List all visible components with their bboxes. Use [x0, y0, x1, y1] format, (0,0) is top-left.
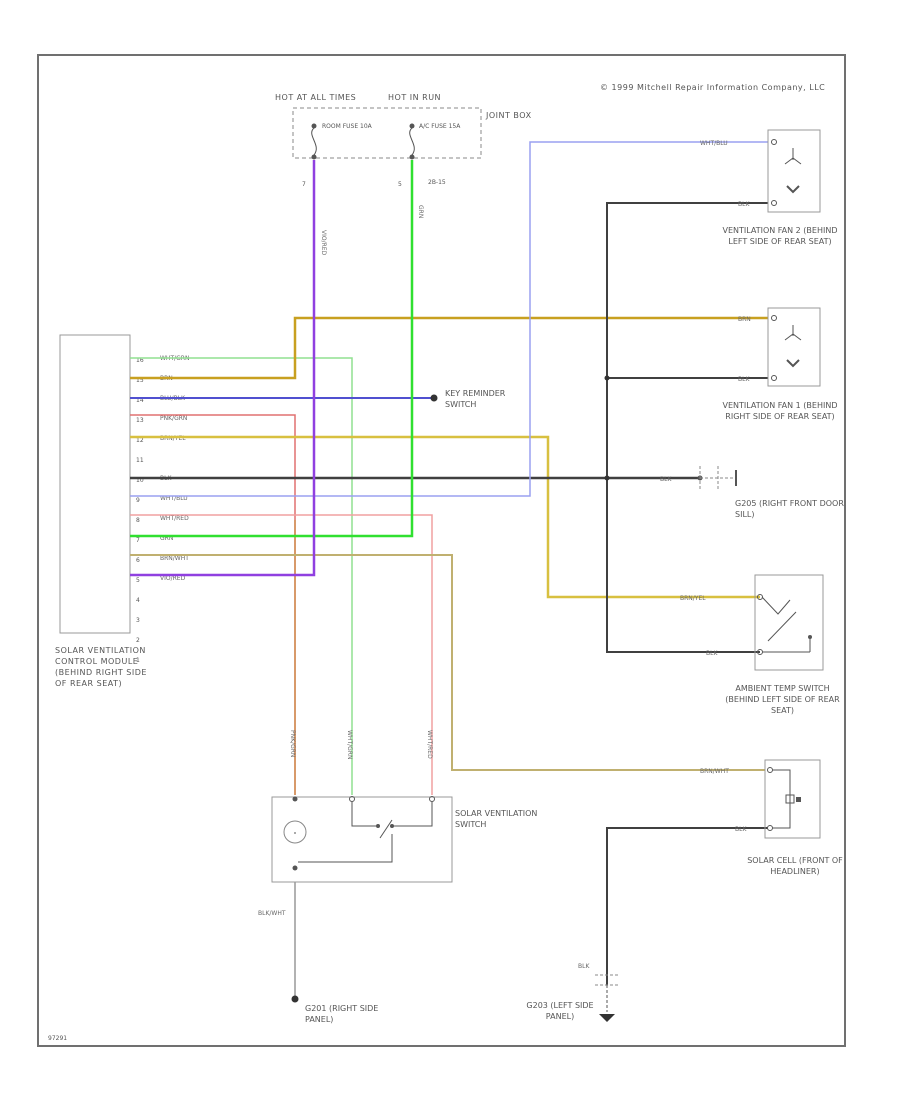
- module-wire-5: VIO/RED: [160, 575, 186, 582]
- label-grn: GRN: [417, 205, 424, 218]
- module-pin-5: 5: [136, 577, 140, 584]
- solar-ventilation-switch: PNK/GRN WHT/GRN WHT/RED SOLAR VENTILATIO…: [271, 730, 538, 883]
- ac-fuse-top: [409, 123, 415, 129]
- diagram-border: [37, 54, 846, 1047]
- module-pin-11: 11: [136, 457, 144, 464]
- ventilation-fan-1: BRN BLK VENTILATION FAN 1 (BEHIND RIGHT …: [722, 307, 838, 421]
- sw-ground-wire-label: BLK/WHT: [258, 910, 286, 917]
- wire-brn: [130, 316, 768, 380]
- module-pin-2: 2: [136, 637, 140, 644]
- fuse-pin-right: 5: [398, 181, 402, 188]
- fan2-bottom-wire-label: BLK: [738, 201, 750, 208]
- solar-cell-label: SOLAR CELL (FRONT OF HEADLINER): [747, 856, 843, 876]
- ambient-bottom-wire-label: BLK: [706, 650, 718, 657]
- wire-wht-red: [130, 514, 433, 795]
- wire-blk-solar: [606, 827, 768, 985]
- wire-wht-blu: [130, 141, 768, 497]
- joint-box-label: JOINT BOX: [485, 111, 532, 120]
- module-pin-1: 1: [136, 657, 140, 664]
- fan1-top-wire-label: BRN: [738, 316, 751, 323]
- g205-wire-label: BLK: [660, 476, 672, 483]
- fuse-pin-left: 7: [302, 181, 306, 188]
- module-wire-6: BRN/WHT: [160, 555, 189, 562]
- sw-right-wire-label: WHT/RED: [426, 730, 433, 759]
- sw-left-wire-label: PNK/GRN: [289, 730, 296, 757]
- module-pin-14: 14: [136, 397, 144, 404]
- ambient-top-wire-label: BRN/YEL: [680, 595, 706, 602]
- sw-mid-wire-label: WHT/GRN: [346, 730, 353, 759]
- module-pin-3: 3: [136, 617, 140, 624]
- module-pin-10: 10: [136, 477, 144, 484]
- module-pin-8: 8: [136, 517, 140, 524]
- hot-at-label: HOT AT ALL TIMES: [275, 93, 356, 102]
- wire-brn-yel: [130, 435, 760, 599]
- module-pin-15: 15: [136, 377, 144, 384]
- solar-switch-label: SOLAR VENTILATION SWITCH: [455, 809, 538, 829]
- wire-blk-bus: [606, 202, 768, 653]
- fan1-bottom-wire-label: BLK: [738, 376, 750, 383]
- room-fuse-label: ROOM FUSE 10A: [322, 123, 373, 130]
- ac-fuse-bottom: [409, 154, 415, 160]
- module-box: [59, 334, 131, 634]
- wire-brn-wht: [130, 554, 765, 771]
- room-fuse-top: [311, 123, 317, 129]
- wire-grn: [130, 160, 414, 538]
- g203-label: G203 (LEFT SIDE PANEL): [526, 1001, 594, 1021]
- module-pin-13: 13: [136, 417, 144, 424]
- module-wire-7: GRN: [160, 535, 173, 542]
- module-wire-9: WHT/BLU: [160, 495, 188, 502]
- ac-fuse-label: A/C FUSE 15A: [419, 123, 461, 130]
- wire-vio-red: [130, 160, 316, 577]
- ambient-label: AMBIENT TEMP SWITCH (BEHIND LEFT SIDE OF…: [725, 684, 840, 715]
- solar-bottom-wire-label: BLK: [735, 826, 747, 833]
- room-fuse-bottom: [311, 154, 317, 160]
- module-pin-6: 6: [136, 557, 140, 564]
- left-ground-wire-label: BLK: [578, 963, 590, 970]
- key-reminder-connector: [430, 394, 438, 402]
- room-fuse-symbol: [311, 127, 317, 156]
- joint-box: HOT AT ALL TIMES HOT IN RUN JOINT BOX RO…: [275, 93, 532, 188]
- g201-connector: [291, 995, 299, 1003]
- solar-top-wire-label: BRN/WHT: [700, 768, 729, 775]
- ventilation-fan-2: WHT/BLU BLK VENTILATION FAN 2 (BEHIND LE…: [700, 129, 838, 246]
- module-pin-12: 12: [136, 437, 144, 444]
- module-wire-13: PNK/GRN: [160, 415, 187, 422]
- g205-label: G205 (RIGHT FRONT DOOR SILL): [735, 499, 844, 519]
- fuse-connector-label: 2B-15: [428, 179, 446, 186]
- label-vio-red: VIO/RED: [320, 230, 327, 256]
- wire-wht-grn: [130, 357, 353, 795]
- copyright-text: © 1999 Mitchell Repair Information Compa…: [600, 83, 825, 92]
- fan2-label: VENTILATION FAN 2 (BEHIND LEFT SIDE OF R…: [722, 226, 838, 246]
- module-label: SOLAR VENTILATION CONTROL MODULE (BEHIND…: [55, 646, 147, 688]
- module-pin-16: 16: [136, 357, 144, 364]
- hot-in-run-label: HOT IN RUN: [388, 93, 441, 102]
- module-pin-4: 4: [136, 597, 140, 604]
- fan2-top-wire-label: WHT/BLU: [700, 140, 728, 147]
- module-pin-7: 7: [136, 537, 140, 544]
- splice-main: [604, 475, 610, 481]
- solar-cell: BRN/WHT BLK SOLAR CELL (FRONT OF HEADLIN…: [700, 759, 843, 876]
- footer-code: 97291: [48, 1035, 67, 1042]
- ground-g203: BLK G203 (LEFT SIDE PANEL): [526, 963, 618, 1022]
- module-pin-9: 9: [136, 497, 140, 504]
- splice-fan1: [604, 375, 610, 381]
- module-wire-12: BRN/YEL: [160, 435, 186, 442]
- g201-label: G201 (RIGHT SIDE PANEL): [305, 1004, 379, 1024]
- ambient-temp-switch: BRN/YEL BLK AMBIENT TEMP SWITCH (BEHIND …: [680, 574, 840, 715]
- key-reminder-label: KEY REMINDER SWITCH: [445, 389, 506, 409]
- ground-g205: BLK G205 (RIGHT FRONT DOOR SILL): [660, 466, 844, 519]
- ac-fuse-symbol: [409, 127, 415, 156]
- fan1-label: VENTILATION FAN 1 (BEHIND RIGHT SIDE OF …: [722, 401, 838, 421]
- module-wire-8: WHT/RED: [160, 515, 189, 522]
